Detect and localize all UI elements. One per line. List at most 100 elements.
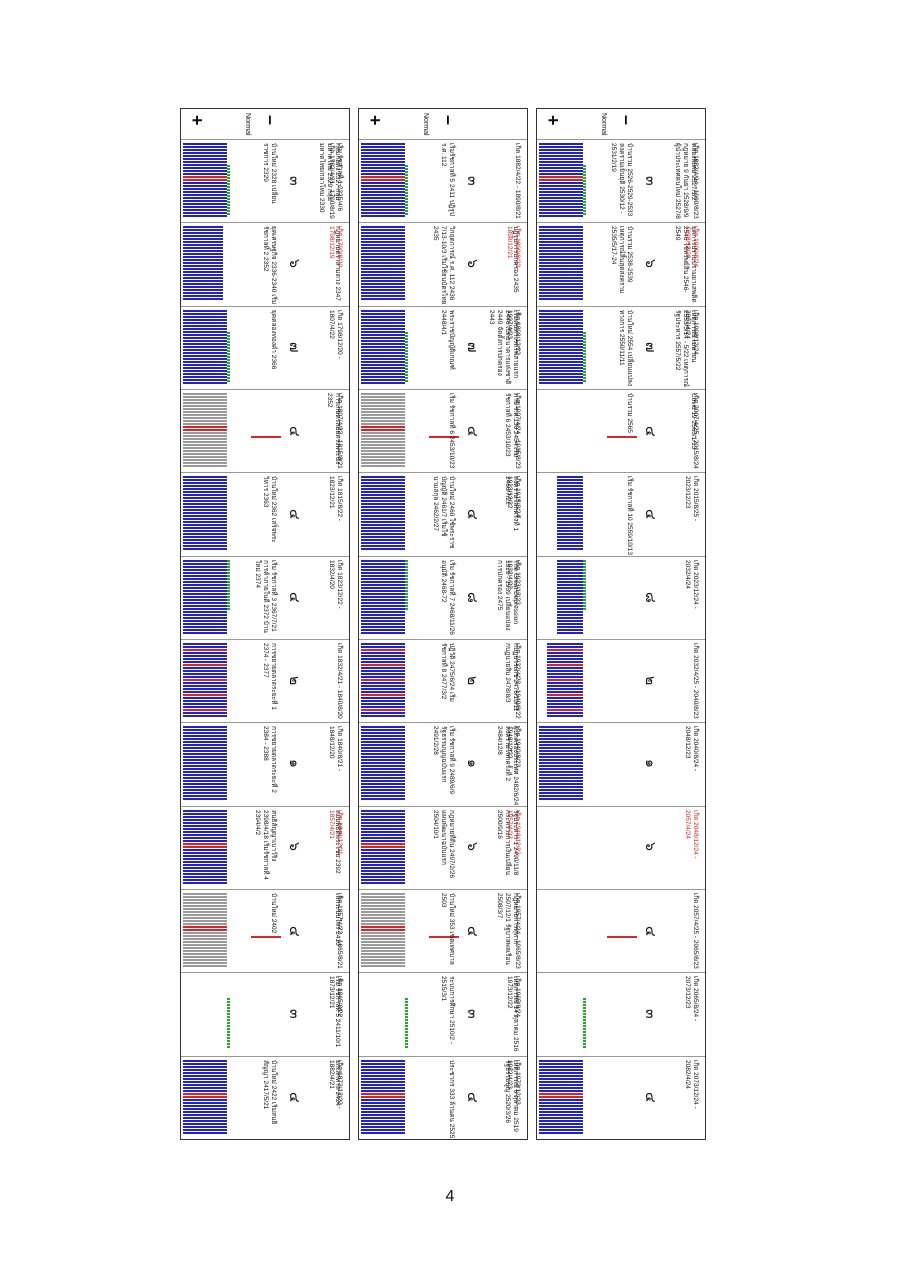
- cycle-bar: [183, 771, 227, 774]
- cycle-bar: [361, 518, 405, 521]
- cycle-bar: [539, 1110, 583, 1113]
- cycle-bar: [361, 854, 405, 857]
- cycle-bar: [183, 589, 227, 592]
- cycle-bar: [361, 1095, 405, 1098]
- cycle-bar: [361, 1024, 405, 1027]
- cycle-bar: [539, 1089, 583, 1092]
- cycle-bar: [183, 1036, 227, 1039]
- cycle-bar: [183, 533, 227, 536]
- birth-range-label: เกิด 1982/4/24 - 1990/8/23: [692, 143, 699, 219]
- cycle-bar: [539, 268, 583, 271]
- cycle-bar: [547, 688, 583, 690]
- birth-range-label: เกิด 1807/4/22 - 1815/8/21: [336, 393, 343, 469]
- event-label-normal: เริ่ม รัชกาลที่ 3 2367/7/21 การค้าภายในด…: [254, 559, 277, 633]
- cycle-bar: [183, 950, 227, 952]
- cycle-number: ๓: [464, 1008, 480, 1019]
- birth-range-label: เกิด 2057/4/25 - 2065/8/23: [692, 893, 699, 969]
- cycle-bar: [183, 209, 227, 211]
- cycle-bar: [361, 902, 405, 904]
- cycle-bar: [183, 283, 223, 286]
- event-label-normal: ปฏิวัติ 2475/6/24 เริ่ม รัชกาลที่ 8 2477…: [440, 643, 455, 702]
- cycle-bar: [183, 336, 227, 339]
- cycle-bar: [361, 732, 405, 735]
- cycle-bar: [539, 1062, 583, 1065]
- cycle-number: ๓: [642, 1008, 658, 1019]
- cycle-bar: [361, 188, 405, 190]
- cycle-bar: [361, 152, 405, 154]
- cycle-bar: [557, 539, 583, 542]
- cycle-bar: [183, 1009, 227, 1012]
- cycle-bar: [361, 688, 405, 690]
- cycle-number: ๓: [286, 1008, 302, 1019]
- cycle-bar: [183, 917, 227, 919]
- cycle-bar: [361, 229, 405, 232]
- cycle-bar: [183, 738, 227, 741]
- cycle-bar: [361, 238, 405, 241]
- cycle-bar: [183, 1086, 227, 1089]
- cycle-bar: [183, 697, 227, 699]
- cycle-bar: [361, 869, 405, 872]
- cycle-bar: [361, 676, 405, 678]
- cycle-bar: [557, 586, 583, 589]
- cycle-bar: [557, 616, 583, 619]
- plus-symbol: +: [187, 115, 207, 126]
- cycle-bar: [183, 571, 227, 574]
- cycle-bar: [361, 631, 405, 634]
- bar-stack: [361, 809, 405, 885]
- green-marker: [227, 559, 230, 610]
- cycle-bar: [183, 494, 227, 497]
- cycle-bar: [183, 759, 227, 762]
- cycle-bar: [361, 348, 405, 351]
- cycle-bar: [539, 215, 583, 217]
- cycle-bar: [361, 1101, 405, 1104]
- cycle-bar: [183, 226, 223, 229]
- event-label-normal: บ้านใหม่ 2554 เปลี่ยนแปลงทางการ 2550/11/…: [618, 309, 633, 386]
- cycle-bar: [539, 1077, 583, 1080]
- cycle-bar: [539, 298, 583, 301]
- cycle-bar: [183, 824, 227, 827]
- cycle-bar: [183, 839, 227, 842]
- cycle-bar: [361, 815, 405, 818]
- cycle-bar: [183, 830, 227, 833]
- cycle-bar: [183, 953, 227, 955]
- event-label-normal: บ้านรวม 2526-2529-2533 สงครามเย็นยุติ 25…: [610, 143, 633, 217]
- cycle-bar: [183, 780, 227, 783]
- cycle-number: ๔: [286, 925, 302, 937]
- cycle-bar: [183, 1110, 227, 1113]
- cycle-bar: [183, 911, 227, 913]
- cycle-bar: [361, 506, 405, 509]
- cycle-bar: [183, 185, 227, 187]
- cycle-bar: [361, 1062, 405, 1065]
- birth-range-label: เกิด 1840/8/21 - 1848/12/20: [328, 726, 343, 772]
- cycle-bar: [539, 253, 583, 256]
- cycle-bar: [539, 726, 583, 729]
- cycle-bar: [183, 450, 227, 452]
- event-label-normal: บ้านรวม 2565: [626, 393, 633, 433]
- cycle-bar: [183, 646, 227, 648]
- cycle-number: ๘: [642, 592, 658, 604]
- cycle-bar: [361, 167, 405, 169]
- cycle-number: ๑: [286, 758, 302, 768]
- cycle-bar: [183, 715, 227, 717]
- cycle-bar: [183, 509, 227, 512]
- bar-stack: [183, 1059, 227, 1135]
- cycle-bar: [183, 459, 227, 461]
- birth-range-label: เกิด 2023/12/24 - 2032/4/24: [684, 559, 699, 609]
- cycle-bar: [183, 935, 227, 937]
- cycle-bar: [183, 1125, 227, 1128]
- cycle-bar: [547, 676, 583, 678]
- cycle-bar: [361, 500, 405, 503]
- cycle-bar: [539, 265, 583, 268]
- cycle-bar: [361, 315, 405, 318]
- bar-stack: [539, 143, 583, 218]
- cycle-bar: [183, 664, 227, 666]
- green-marker: [405, 998, 408, 1049]
- cycle-bar: [557, 601, 583, 604]
- cycle-bar: [547, 715, 583, 717]
- cycle-bar: [557, 548, 583, 551]
- cycle-bar: [361, 1098, 405, 1101]
- cycle-bar: [361, 625, 405, 628]
- cycle-bar: [183, 857, 227, 860]
- cycle-bar: [183, 762, 227, 765]
